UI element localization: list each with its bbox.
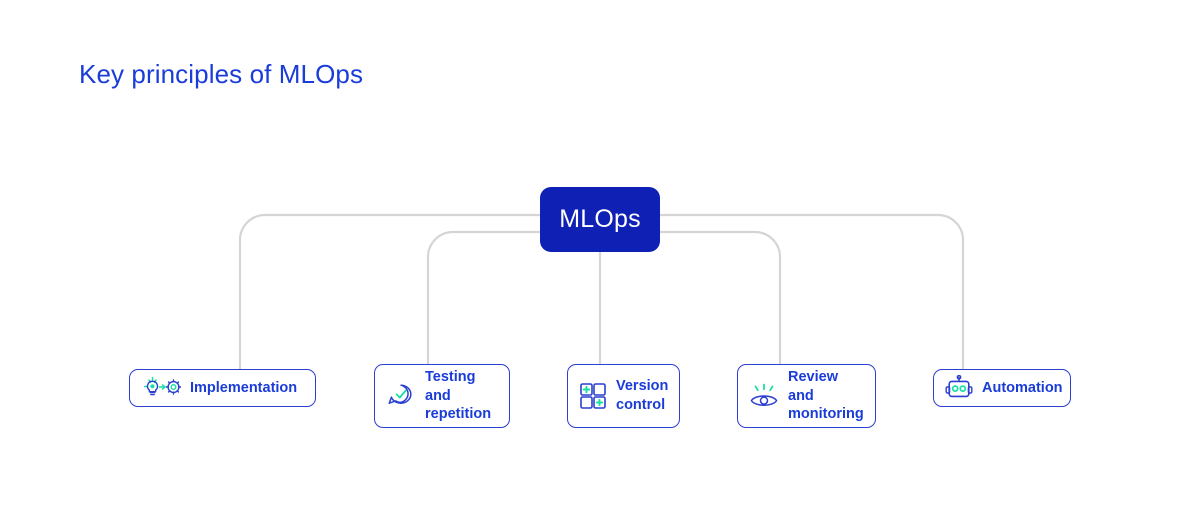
robot-head-icon bbox=[945, 375, 973, 398]
connector-automation bbox=[658, 213, 965, 371]
connector-implementation bbox=[238, 213, 542, 371]
connector-testing bbox=[426, 230, 542, 366]
eye-rays-icon bbox=[750, 383, 778, 406]
node-implementation-label: Implementation bbox=[190, 379, 298, 396]
node-automation-label: Automation bbox=[982, 379, 1063, 396]
connector-review bbox=[658, 230, 782, 366]
hub-node-mlops[interactable]: MLOps bbox=[540, 187, 660, 252]
grid-plus-icon bbox=[580, 383, 606, 409]
page-title: Key principles of MLOps bbox=[79, 59, 364, 89]
lightbulb-to-gear-icon bbox=[143, 376, 181, 396]
node-review-monitoring[interactable]: Review and monitoring bbox=[737, 364, 876, 428]
node-automation[interactable]: Automation bbox=[933, 369, 1071, 407]
node-testing-label: Testing and repetition bbox=[425, 369, 492, 423]
speech-bubble-check-icon bbox=[388, 384, 412, 404]
node-testing[interactable]: Testing and repetition bbox=[374, 364, 510, 428]
node-version-control-label: Version control bbox=[616, 378, 669, 413]
node-version-control[interactable]: Version control bbox=[567, 364, 680, 428]
hub-node-label: MLOps bbox=[559, 205, 641, 233]
node-implementation[interactable]: Implementation bbox=[129, 369, 316, 407]
node-review-monitoring-label: Review and monitoring bbox=[788, 369, 864, 423]
